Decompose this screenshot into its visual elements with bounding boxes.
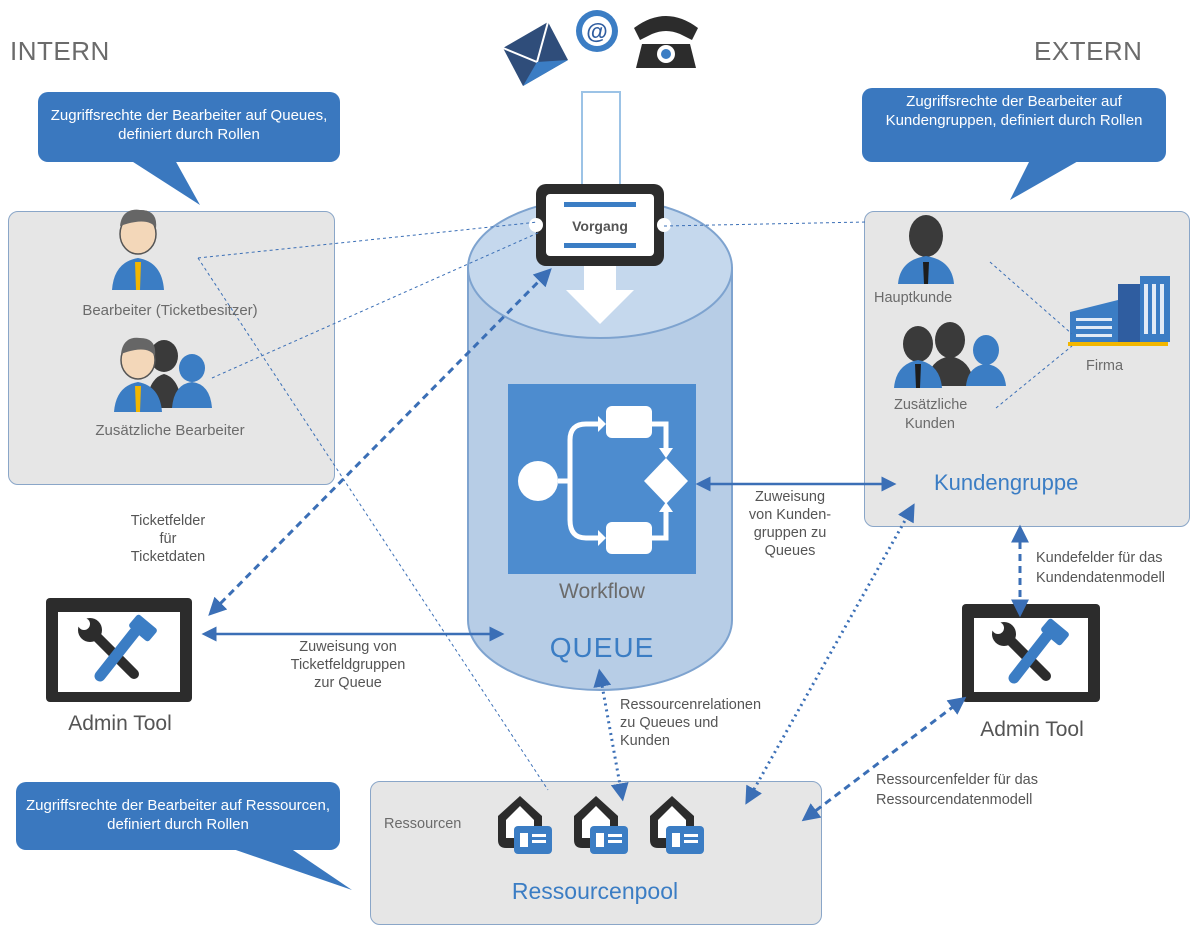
envelope-icon [502,21,568,86]
customer-group-title: Kundengruppe [934,470,1079,495]
ticketfields-line1: Ticketfelder [130,513,206,529]
ticketfields-line3: Ticketdaten [130,549,206,565]
assign-fieldgroups-line1: Zuweisung von [299,639,397,655]
resource-relations-line3: Kunden [620,733,670,749]
resource-fields-line1: Ressourcenfelder für das [876,772,1038,788]
resource-relations-label: Ressourcenrelationen zu Queues und Kunde… [620,696,761,750]
resource-pool-title: Ressourcenpool [511,878,679,904]
admin-tool-right-label: Admin Tool [980,718,1084,741]
ticketfields-line2: für [159,531,177,547]
intern-label: INTERN [10,36,110,66]
additional-customers-label: Zusätzliche Kunden [894,396,968,434]
callout-bottom-left [16,782,352,890]
customer-fields-line1: Kundefelder für das [1036,550,1163,566]
customer-fields-line2: Kundendatenmodell [1036,570,1165,586]
extern-label: EXTERN [1034,36,1143,66]
assign-customer-line3: gruppen zu [753,525,827,541]
resource-relations-line1: Ressourcenrelationen [620,697,762,713]
queue-title: QUEUE [549,632,655,663]
assign-customer-line4: Queues [764,543,816,559]
admin-tool-left-icon [46,598,192,702]
assign-customer-line2: von Kunden- [748,507,832,523]
input-channel-arrow [581,91,621,193]
callout-top-left-text: Zugriffsrechte der Bearbeiter auf Queues… [50,107,328,143]
additional-customers-line2: Kunden [905,416,955,432]
callout-bottom-left-text: Zugriffsrechte der Bearbeiter auf Ressou… [25,797,331,833]
ticketfields-label: Ticketfelder für Ticketdaten [118,512,218,566]
admin-tool-left-label: Admin Tool [68,712,172,735]
resource-fields-label: Ressourcenfelder für das Ressourcendaten… [876,770,1038,810]
resources-label: Ressourcen [384,816,462,832]
assign-fieldgroups-line3: zur Queue [314,675,382,691]
workflow-icon [508,384,696,574]
queue-inflow-arrow [566,252,634,324]
callout-top-left [38,92,340,205]
customer-fields-label: Kundefelder für das Kundendatenmodell [1036,548,1165,588]
company-label: Firma [1086,358,1124,374]
additional-agents-label: Zusätzliche Bearbeiter [95,422,245,439]
at-sign-icon: @ [576,10,618,52]
telephone-icon [634,16,698,68]
callout-top-right-text: Zugriffsrechte der Bearbeiter auf Kunden… [885,93,1143,129]
assign-fieldgroups-label: Zuweisung von Ticketfeldgruppen zur Queu… [266,638,430,692]
agent-owner-label: Bearbeiter (Ticketbesitzer) [82,302,258,319]
ticket-icon [529,184,671,266]
intern-panel [8,211,335,485]
admin-tool-right-icon [962,604,1100,702]
assign-customer-groups-label: Zuweisung von Kunden- gruppen zu Queues [730,488,850,560]
assign-customer-line1: Zuweisung [754,489,826,505]
ticket-label: Vorgang [572,218,628,234]
resource-relations-line2: zu Queues und [620,715,719,731]
callout-top-right [862,88,1166,200]
main-customer-label: Hauptkunde [874,290,953,306]
workflow-label: Workflow [559,580,645,603]
assign-fieldgroups-line2: Ticketfeldgruppen [290,657,406,673]
additional-customers-line1: Zusätzliche [894,397,968,413]
resource-fields-line2: Ressourcendatenmodell [876,792,1033,808]
svg-text:@: @ [586,19,607,44]
